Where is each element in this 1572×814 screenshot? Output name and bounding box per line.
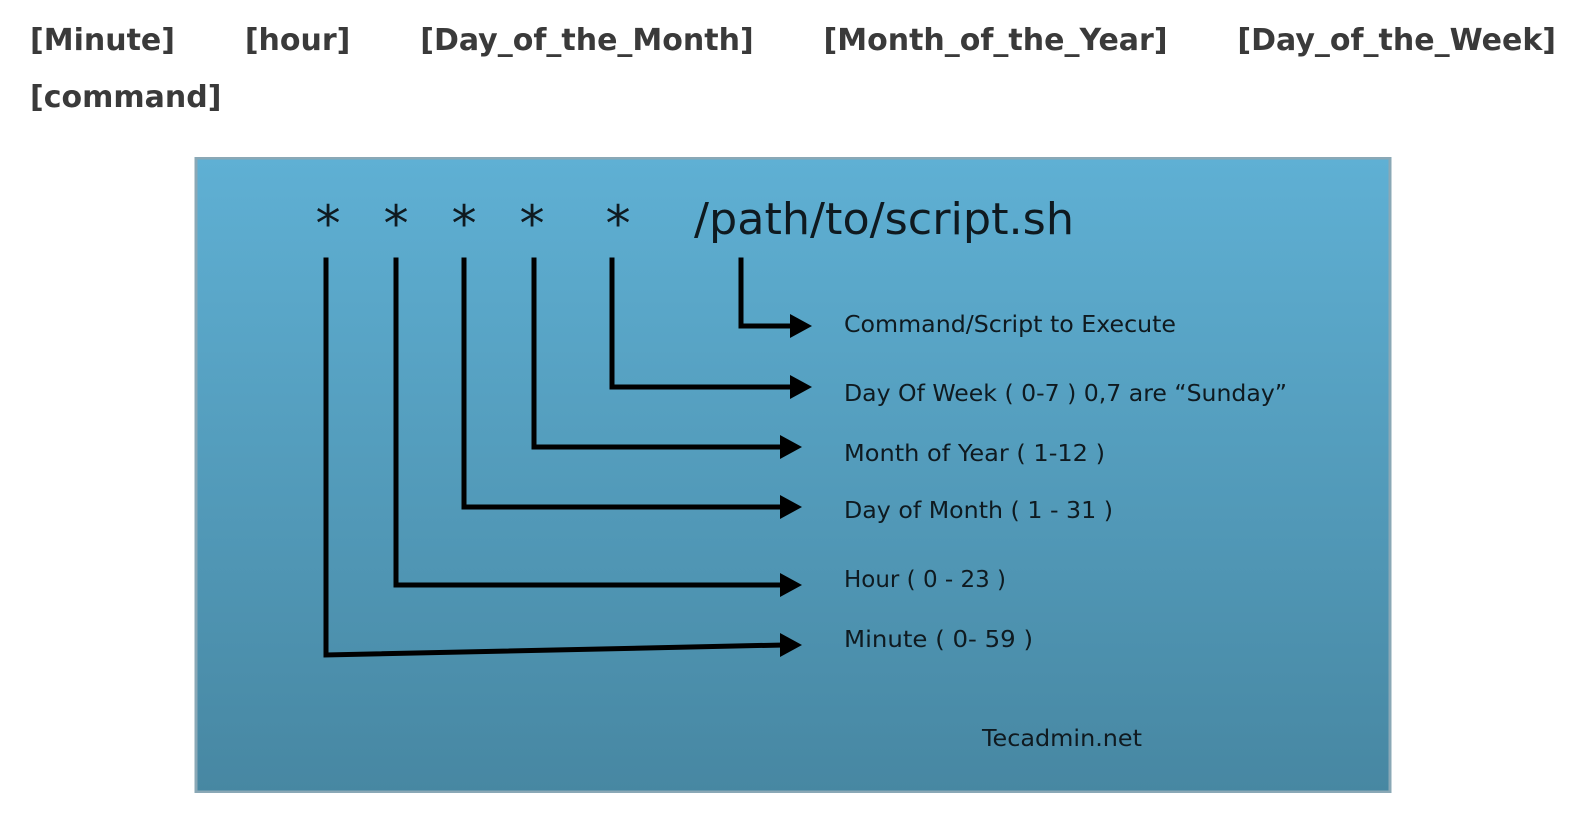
cron-diagram: * * * * * /path/to/script.sh Command/Scr… bbox=[194, 157, 1392, 793]
label-day-of-week: Day Of Week ( 0-7 ) 0,7 are “Sunday” bbox=[844, 381, 1287, 407]
star-hour: * bbox=[381, 195, 411, 253]
field-hour: [hour] bbox=[244, 23, 351, 58]
arrowhead-hour bbox=[780, 573, 802, 597]
connector-day-of-week bbox=[609, 257, 795, 390]
connector-month-of-year bbox=[531, 257, 785, 450]
cron-diagram-svg: * * * * * /path/to/script.sh Command/Scr… bbox=[194, 157, 1392, 793]
field-month-of-year: [Month_of_the_Year] bbox=[823, 23, 1168, 58]
arrowhead-minute bbox=[780, 633, 802, 657]
arrowhead-command bbox=[790, 314, 812, 338]
label-hour: Hour ( 0 - 23 ) bbox=[844, 567, 1006, 593]
connector-day-of-month bbox=[461, 257, 785, 510]
field-minute: [Minute] bbox=[30, 23, 175, 58]
arrowhead-day-of-month bbox=[780, 495, 802, 519]
star-day-of-week: * bbox=[603, 195, 633, 253]
cron-syntax-line: [Minute] [hour] [Day_of_the_Month] [Mont… bbox=[30, 12, 1556, 126]
arrowhead-month-of-year bbox=[780, 435, 802, 459]
diagram-background bbox=[196, 157, 1390, 793]
diagram-frame bbox=[194, 157, 1392, 793]
field-command: [command] bbox=[30, 80, 222, 115]
label-day-of-month: Day of Month ( 1 - 31 ) bbox=[844, 498, 1113, 524]
credit-text: Tecadmin.net bbox=[981, 726, 1142, 752]
label-minute: Minute ( 0- 59 ) bbox=[844, 627, 1033, 653]
field-day-of-week: [Day_of_the_Week] bbox=[1237, 23, 1556, 58]
star-day-of-month: * bbox=[449, 195, 479, 253]
arrowhead-day-of-week bbox=[790, 375, 812, 399]
connector-command bbox=[738, 257, 797, 329]
star-month-of-year: * bbox=[517, 195, 547, 253]
label-command: Command/Script to Execute bbox=[844, 312, 1176, 338]
connector-hour bbox=[393, 257, 785, 588]
label-month-of-year: Month of Year ( 1-12 ) bbox=[844, 441, 1105, 467]
star-minute: * bbox=[313, 195, 343, 253]
command-path-text: /path/to/script.sh bbox=[694, 194, 1074, 245]
field-day-of-month: [Day_of_the_Month] bbox=[420, 23, 754, 58]
cron-syntax-fields: [Minute] [hour] [Day_of_the_Month] [Mont… bbox=[30, 12, 1556, 69]
connector-minute bbox=[323, 257, 785, 658]
